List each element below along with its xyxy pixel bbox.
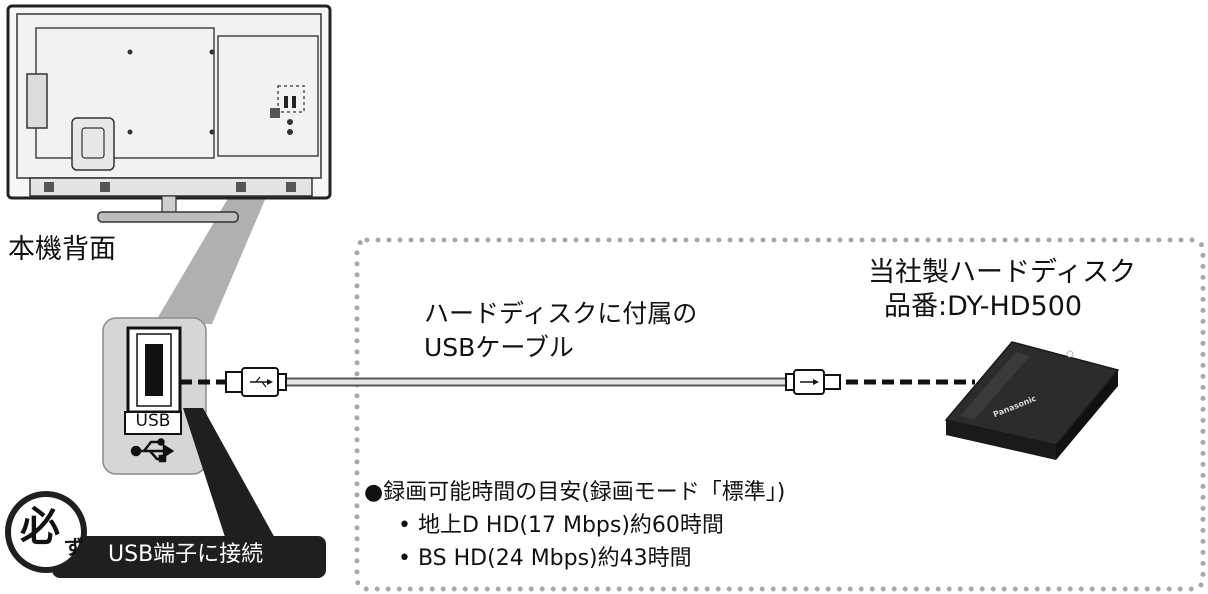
hard-disk-name: 当社製ハードディスク xyxy=(868,257,1137,288)
badge-text: USB端子に接続 xyxy=(108,542,264,567)
usb-cable xyxy=(225,367,841,397)
hard-disk-illustration xyxy=(944,341,1120,460)
recording-time-heading: ●録画可能時間の目安(録画モード「標準」) xyxy=(364,480,786,505)
badge-wedge xyxy=(183,408,276,540)
badge-kanji: 必 xyxy=(20,504,60,550)
badge-kana: ず xyxy=(64,535,84,559)
usb-symbol-icon xyxy=(130,438,175,463)
tv-back-illustration xyxy=(6,4,332,223)
cable-label-line2: USBケーブル xyxy=(424,333,574,362)
must-badge xyxy=(5,491,326,578)
micro-usb-plug-icon xyxy=(785,369,841,395)
recording-time-item: • 地上D HD(17 Mbps)約60時間 xyxy=(398,513,724,538)
cable-label-line1: ハードディスクに付属の xyxy=(424,299,698,328)
recording-time-item: • BS HD(24 Mbps)約43時間 xyxy=(398,546,692,571)
usb-label-box xyxy=(124,411,182,435)
tv-back-label: 本機背面 xyxy=(8,234,116,265)
usb-port-label: USB xyxy=(135,411,171,431)
hard-disk-model: 品番:DY-HD500 xyxy=(884,291,1083,322)
usb-a-plug-icon xyxy=(225,367,287,397)
usb-port-panel xyxy=(102,317,207,475)
